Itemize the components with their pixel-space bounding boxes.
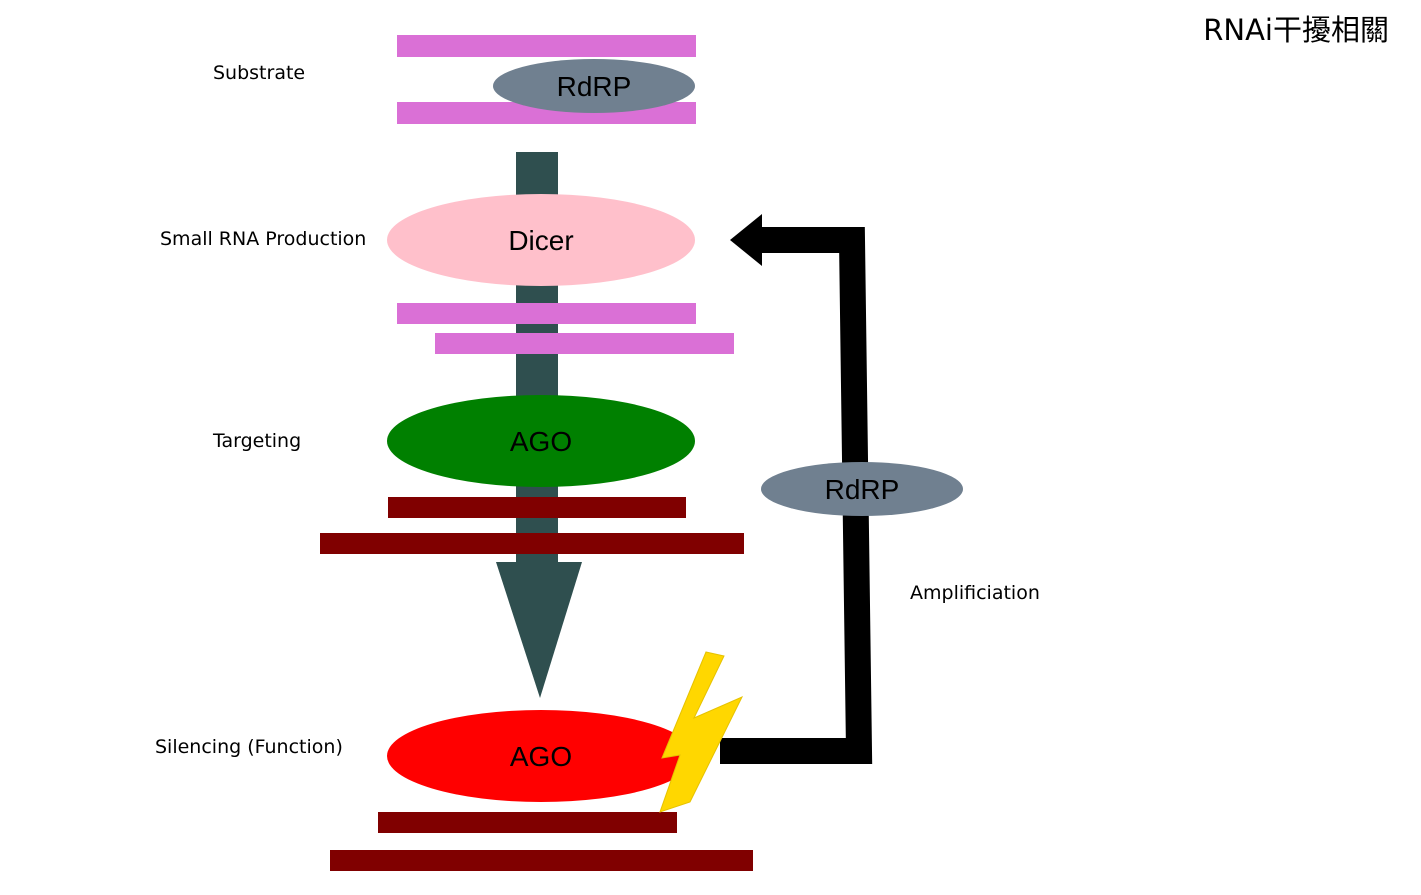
- rdrp-loop-label: RdRP: [825, 474, 900, 505]
- stage-label-targeting: Targeting: [212, 430, 301, 452]
- loop-arrow-head: [730, 214, 762, 266]
- dicer-label: Dicer: [508, 225, 573, 256]
- substrate-strand-top: [397, 35, 696, 57]
- slide-title: RNAi干擾相關: [1203, 13, 1389, 47]
- silenced-strand-1: [378, 812, 677, 833]
- amplification-label: Amplificiation: [910, 582, 1040, 604]
- target-strand-1: [388, 497, 686, 518]
- stage-label-small-rna-production: Small RNA Production: [160, 228, 366, 250]
- ago-silencing-node: [387, 710, 695, 802]
- rdrp-loop-node: [761, 462, 963, 516]
- stage-label-silencing: Silencing (Function): [155, 736, 343, 758]
- dicer-node: [387, 194, 695, 286]
- ago-targeting-label: AGO: [510, 426, 572, 457]
- lightning-bolt-icon: [659, 651, 744, 813]
- rdrp-top-label: RdRP: [557, 71, 632, 102]
- stage-label-substrate: Substrate: [213, 62, 305, 84]
- main-arrow-head: [496, 562, 582, 698]
- ago-silencing-label: AGO: [510, 741, 572, 772]
- small-rna-strand-1: [397, 303, 696, 324]
- rdrp-top-node: [493, 59, 695, 113]
- ago-targeting-node: [387, 395, 695, 487]
- target-strand-2: [320, 533, 744, 554]
- small-rna-strand-2: [435, 333, 734, 354]
- silenced-strand-2: [330, 850, 753, 871]
